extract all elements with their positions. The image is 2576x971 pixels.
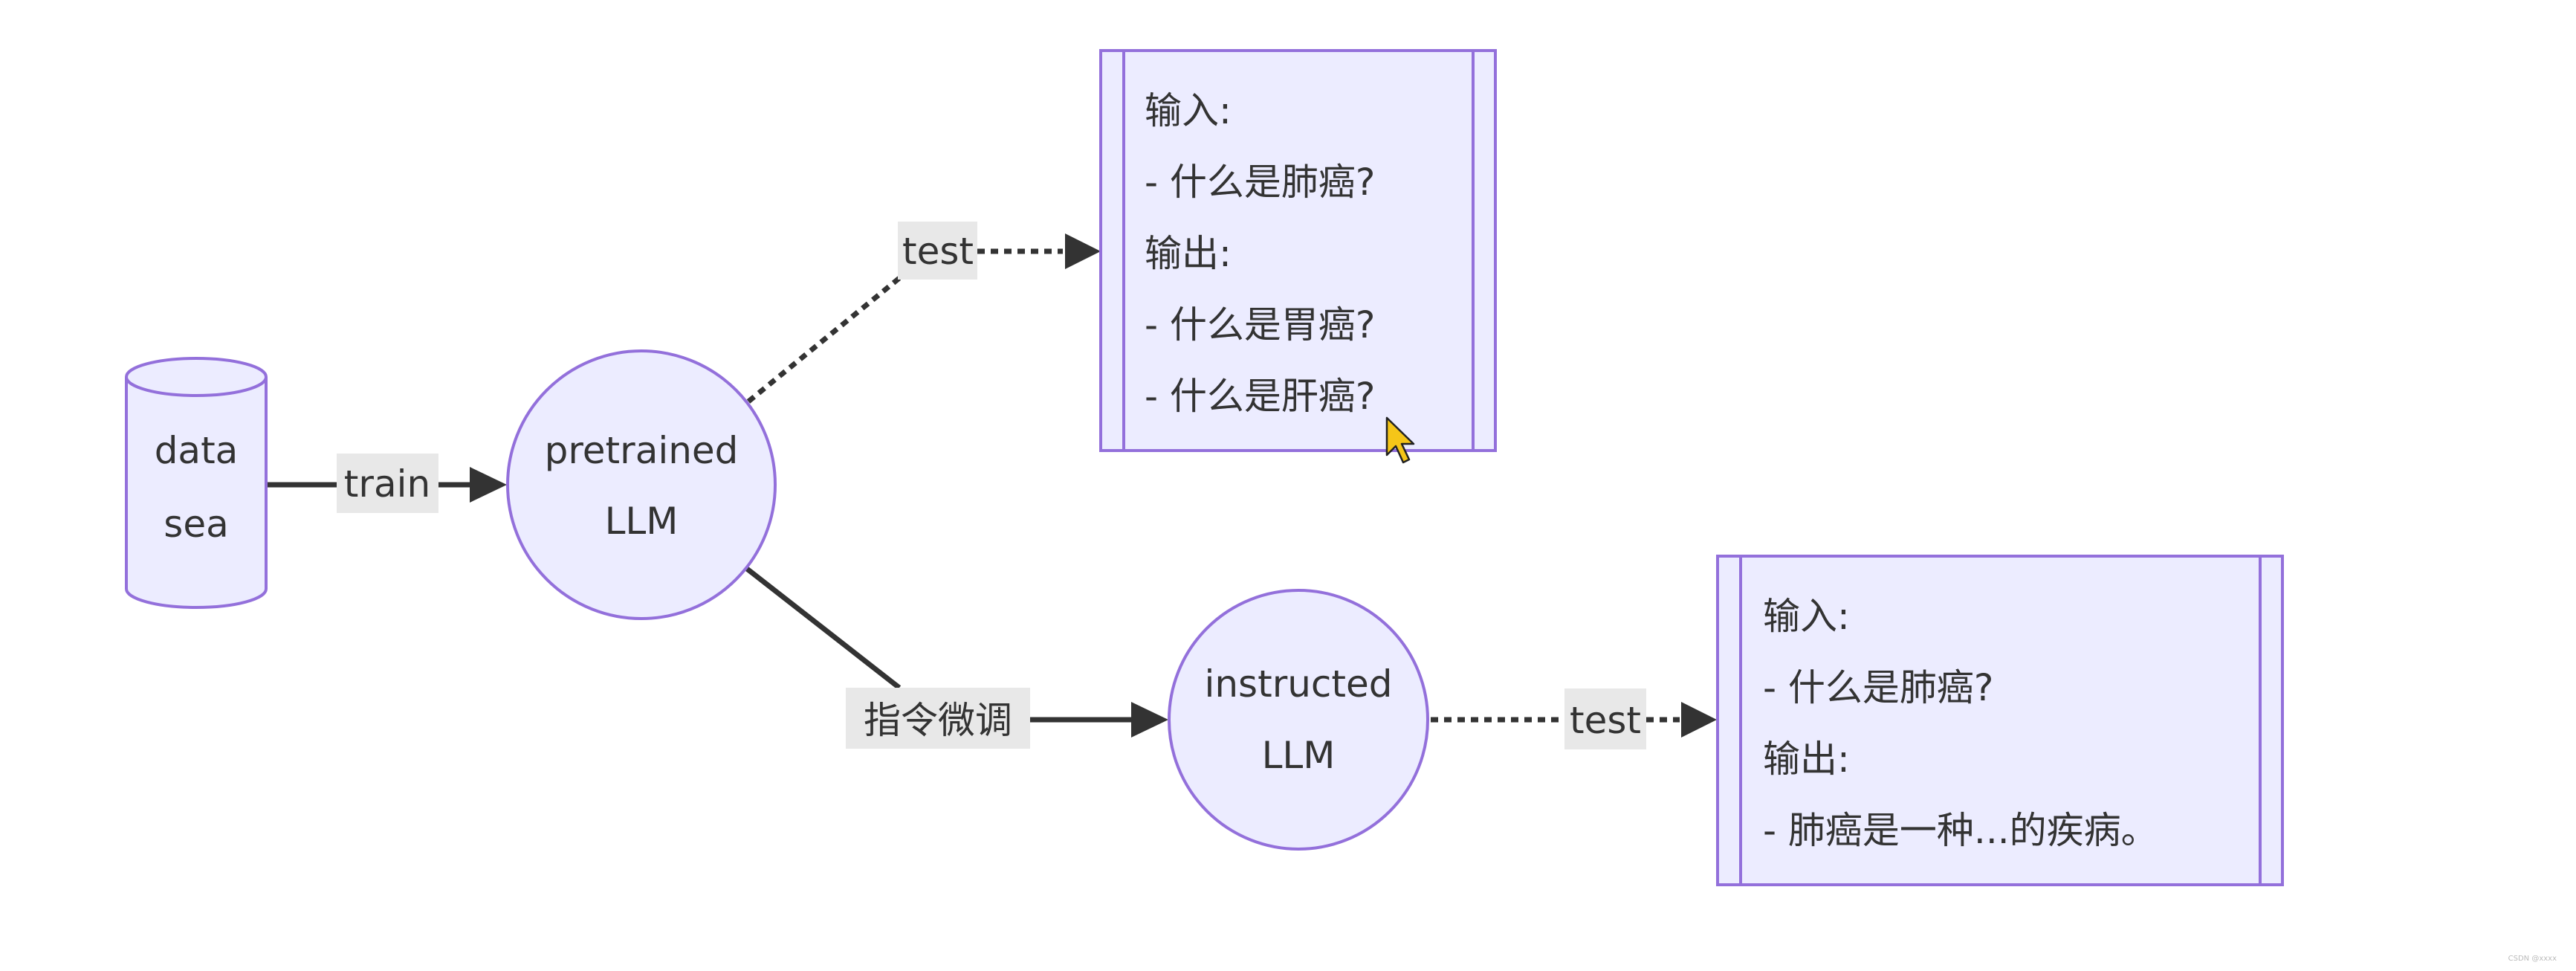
edge-train: train: [268, 454, 507, 513]
node-data-sea: data sea: [125, 357, 268, 609]
arrow-head-icon: [1065, 233, 1101, 269]
edge-label-train-bg: [337, 454, 438, 513]
node-test-box-1: 输入: - 什么是肺癌? 输出: - 什么是胃癌? - 什么是肝癌?: [1099, 49, 1497, 452]
edge-label-finetune-bg: [846, 688, 1030, 749]
box1-line-0: 输入:: [1145, 89, 1232, 132]
edge-test-upper: test: [746, 222, 1101, 404]
box1-line-4: - 什么是肝癌?: [1145, 375, 1375, 418]
node-instructed-llm: instructed LLM: [1168, 589, 1429, 851]
edge-label-test-upper: test: [902, 230, 974, 273]
box1-line-2: 输出:: [1145, 232, 1232, 275]
arrow-head-icon: [1131, 702, 1168, 738]
box1-line-3: - 什么是胃癌?: [1145, 303, 1375, 346]
node-pretrained-line1: pretrained: [545, 429, 739, 472]
box2-line-3: - 肺癌是一种...的疾病。: [1763, 809, 2158, 852]
arrow-head-icon: [470, 467, 507, 503]
node-pretrained-llm: pretrained LLM: [506, 349, 777, 620]
arrow-cursor-icon: [1385, 416, 1415, 464]
edge-finetune: 指令微调: [745, 567, 1168, 749]
box1-line-1: - 什么是肺癌?: [1145, 161, 1375, 204]
node-test-box-2: 输入: - 什么是肺癌? 输出: - 肺癌是一种...的疾病。: [1716, 555, 2284, 886]
box2-line-0: 输入:: [1763, 595, 1850, 638]
edge-test-lower: test: [1431, 688, 1717, 749]
edge-label-test-lower-bg: [1564, 688, 1646, 749]
edge-label-test-upper-bg: [898, 222, 977, 280]
edge-label-train: train: [344, 462, 430, 506]
node-data-sea-line2: sea: [164, 503, 228, 546]
arrow-head-icon: [1681, 702, 1717, 738]
node-instructed-line1: instructed: [1204, 662, 1392, 706]
edge-label-test-lower: test: [1570, 699, 1641, 742]
box2-line-2: 输出:: [1763, 738, 1850, 781]
node-data-sea-line1: data: [155, 429, 239, 472]
watermark: CSDN @xxxx: [2508, 955, 2557, 963]
edge-label-finetune: 指令微调: [864, 699, 1012, 742]
node-instructed-line2: LLM: [1262, 734, 1336, 777]
node-pretrained-line2: LLM: [605, 500, 679, 543]
box2-line-1: - 什么是肺癌?: [1763, 666, 1993, 709]
